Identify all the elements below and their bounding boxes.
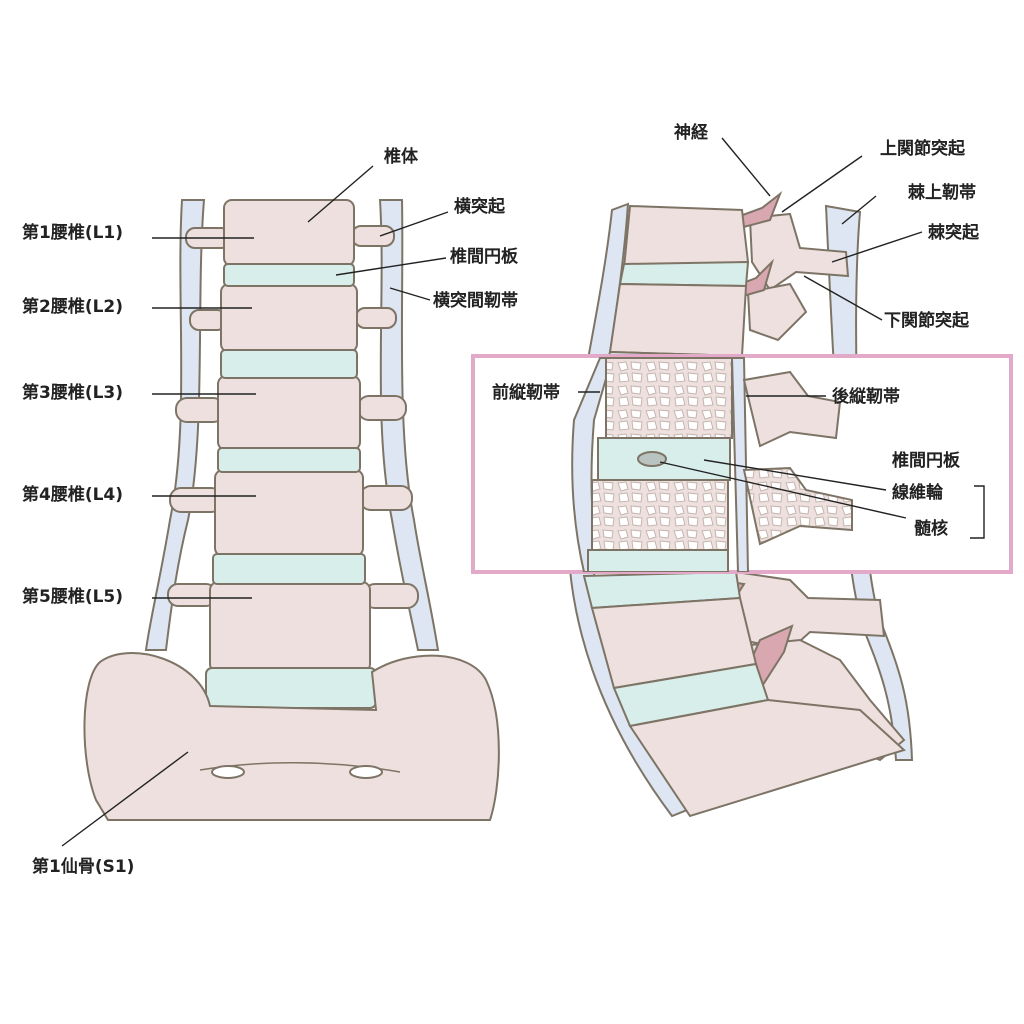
label-anterior-longitudinal-ligament: 前縦靭帯: [492, 382, 560, 403]
sacral-foramen-right: [349, 765, 383, 779]
sacral-foramen-left: [211, 765, 245, 779]
front-view: 椎体 横突起 椎間円板 横突間靭帯 第1腰椎(L1) 第2腰椎(L2) 第3腰椎…: [22, 146, 519, 877]
label-inferior-articular-process: 下関節突起: [884, 310, 970, 331]
label-supraspinous-ligament: 棘上靭帯: [908, 182, 976, 203]
label-l3: 第3腰椎(L3): [22, 382, 123, 403]
label-intertransverse-ligament: 横突間靭帯: [433, 290, 518, 311]
label-vertebral-body: 椎体: [383, 146, 419, 167]
label-spinous-process: 棘突起: [928, 222, 980, 243]
label-l2: 第2腰椎(L2): [22, 296, 123, 317]
left-ligament-band: [144, 199, 206, 651]
label-disc-side: 椎間円板: [891, 450, 961, 471]
nucleus-pulposus: [637, 451, 667, 467]
label-l1: 第1腰椎(L1): [22, 222, 123, 243]
vertebra-l4: [214, 469, 364, 557]
vertebra-l2: [220, 283, 358, 353]
label-annulus-fibrosus: 線維輪: [892, 482, 944, 503]
label-l4: 第4腰椎(L4): [22, 484, 123, 505]
side-view: 神経 上関節突起 棘上靭帯 棘突起 下関節突起 前縦靭帯 後縦靭帯 椎間円板 線…: [471, 122, 1013, 818]
transverse-processes: [167, 225, 419, 609]
label-disc-front: 椎間円板: [449, 246, 519, 267]
intervertebral-discs: [205, 263, 377, 709]
label-transverse-process: 横突起: [454, 196, 506, 217]
sacrum: [83, 652, 500, 821]
vertebra-l3: [217, 375, 361, 451]
label-nerve: 神経: [674, 122, 709, 143]
label-posterior-longitudinal-ligament: 後縦靭帯: [832, 386, 900, 407]
vertebra-l5: [209, 581, 371, 673]
label-l5: 第5腰椎(L5): [22, 586, 123, 607]
label-nucleus-pulposus: 髄核: [914, 518, 948, 539]
vertebra-l1: [223, 199, 355, 267]
side-vertebrae: [582, 204, 906, 818]
label-superior-articular-process: 上関節突起: [880, 138, 966, 159]
label-s1: 第1仙骨(S1): [32, 856, 134, 877]
cross-section-box: [471, 354, 1013, 574]
